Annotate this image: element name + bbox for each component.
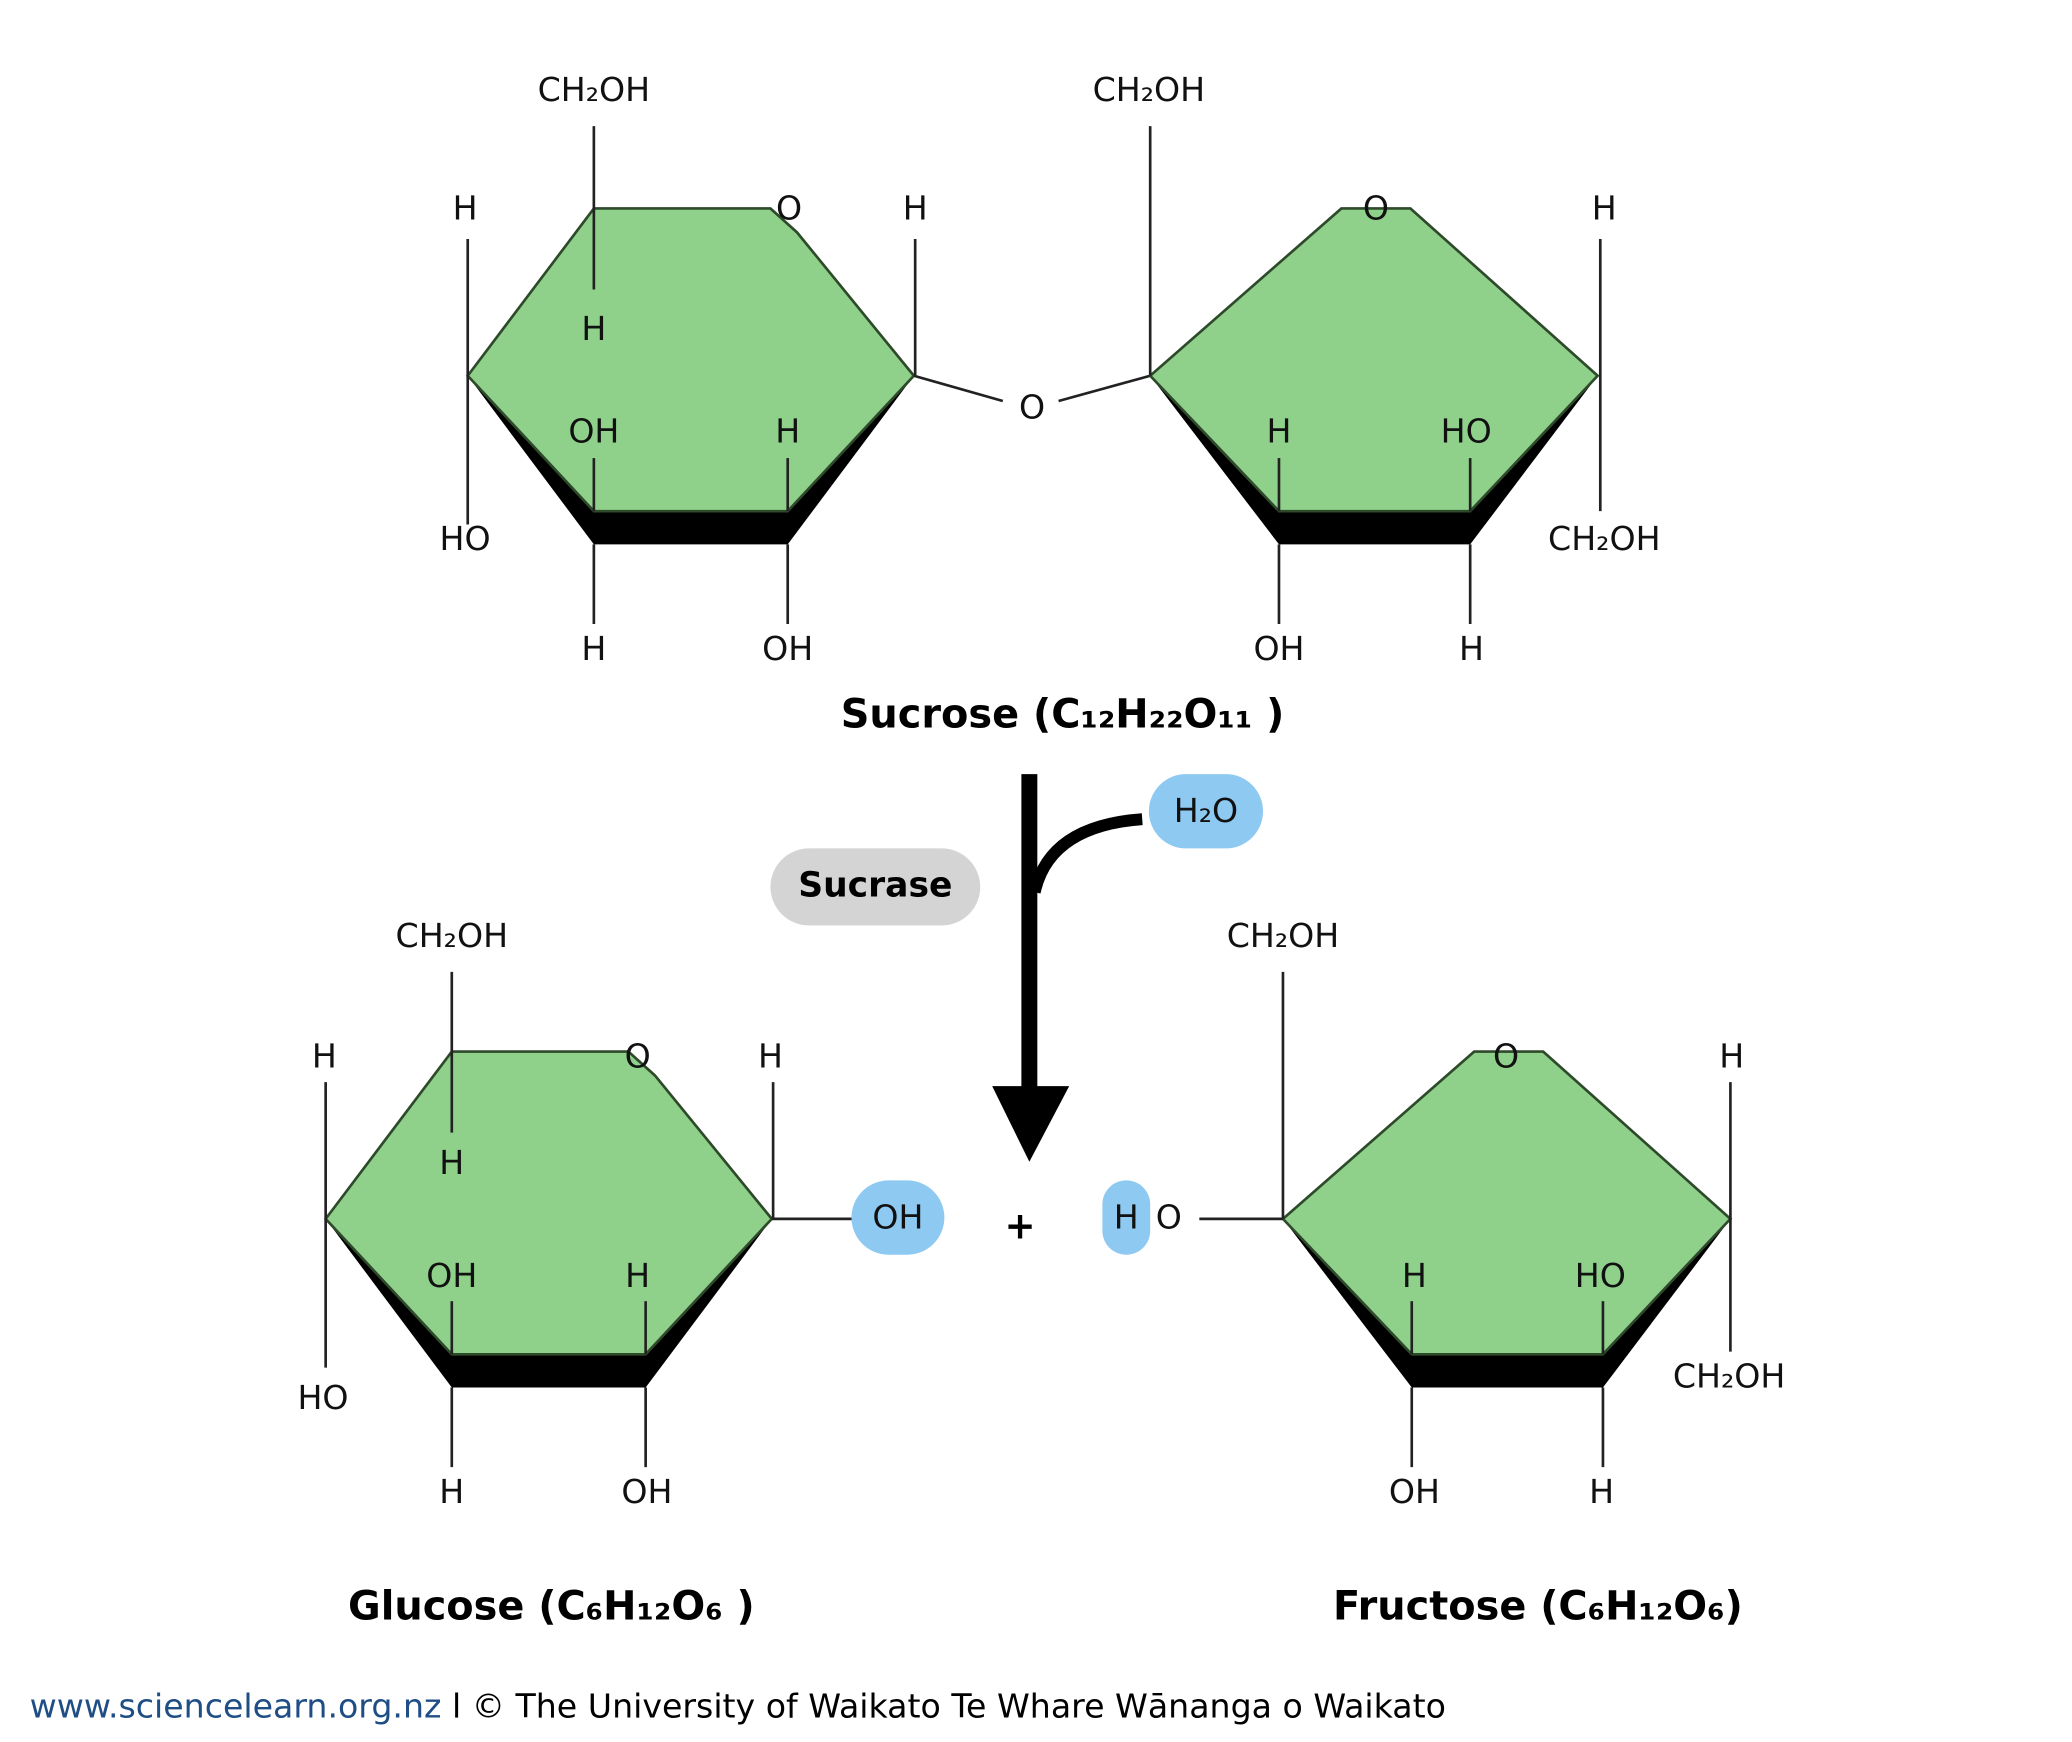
sucrose-label: Sucrose (C₁₂H₂₂O₁₁ ) — [841, 691, 1285, 737]
ring-oxygen-label: O — [1493, 1037, 1519, 1076]
ring-front-edge — [1150, 375, 1598, 545]
h-label: H — [1402, 1256, 1427, 1295]
h-label: H — [1719, 1037, 1744, 1076]
source-link[interactable]: www.sciencelearn.org.nz — [30, 1686, 442, 1725]
fructose-h-badge: H — [1102, 1180, 1151, 1255]
reaction-arrow — [992, 774, 1143, 1162]
water-badge: H₂O — [1148, 774, 1264, 849]
fructose-label: Fructose (C₆H₁₂O₆) — [1333, 1584, 1743, 1630]
ch2oh-label: CH₂OH — [538, 70, 651, 109]
h-label: H — [1266, 411, 1291, 450]
ho-label: HO — [1575, 1256, 1626, 1295]
h-label: H — [1592, 188, 1617, 227]
oh-label: OH — [426, 1256, 477, 1295]
plus-sign: + — [1004, 1204, 1035, 1248]
footer-separator: l — [441, 1686, 471, 1725]
ho-label: HO — [1441, 411, 1492, 450]
water-label: H₂O — [1174, 791, 1238, 830]
enzyme-label: Sucrase — [798, 865, 952, 905]
ch2oh-label: CH₂OH — [1673, 1357, 1786, 1396]
arrowhead-icon — [992, 1086, 1070, 1162]
h-label: H — [453, 188, 478, 227]
h-group-label: H — [1114, 1197, 1139, 1236]
ring-shape — [1281, 1050, 1733, 1356]
glucose-oh-badge: OH — [851, 1180, 945, 1255]
ho-label: HO — [440, 519, 491, 558]
ch2oh-label: CH₂OH — [1093, 70, 1206, 109]
h-label: H — [625, 1256, 650, 1295]
sucrose-fructose-ring: CH₂OH O H H HO CH₂OH OH H — [1093, 70, 1661, 668]
ch2oh-label: CH₂OH — [1227, 916, 1340, 955]
h-label: H — [903, 188, 928, 227]
glucose-ring: CH₂OH H O H H OH H HO H OH — [297, 916, 855, 1511]
ring-shape — [1148, 207, 1600, 513]
h-label: H — [775, 411, 800, 450]
fructose-ring: CH₂OH O H H HO CH₂OH OH H — [1199, 916, 1785, 1511]
ho-label: HO — [297, 1378, 348, 1417]
ring-oxygen-label: O — [1363, 188, 1389, 227]
ch2oh-label: CH₂OH — [1548, 519, 1661, 558]
oh-label: OH — [1253, 629, 1304, 668]
ring-shape — [323, 1050, 774, 1356]
glucose-label: Glucose (C₆H₁₂O₆ ) — [348, 1584, 755, 1630]
h-label: H — [312, 1037, 337, 1076]
ring-front-edge — [1282, 1218, 1731, 1388]
water-input-curve — [1028, 813, 1143, 894]
ring-oxygen-label: O — [776, 188, 802, 227]
ring-oxygen-label: O — [625, 1037, 651, 1076]
h-label: H — [1459, 629, 1484, 668]
oh-label: OH — [568, 411, 619, 450]
ch2oh-label: CH₂OH — [396, 916, 509, 955]
h-label: H — [581, 309, 606, 348]
h-label: H — [439, 1143, 464, 1182]
oh-label: OH — [1389, 1472, 1440, 1511]
enzyme-badge: Sucrase — [770, 848, 981, 926]
oh-group-label: OH — [872, 1197, 923, 1236]
copyright-text: © The University of Waikato Te Whare Wān… — [472, 1686, 1446, 1725]
footer: www.sciencelearn.org.nz l © The Universi… — [30, 1686, 1446, 1725]
h-label: H — [758, 1037, 783, 1076]
oh-label: OH — [762, 629, 813, 668]
ring-front-edge — [467, 375, 914, 545]
bridge-oxygen-label: O — [1019, 387, 1045, 426]
h-label: H — [439, 1472, 464, 1511]
h-label: H — [1589, 1472, 1614, 1511]
ring-front-edge — [325, 1218, 772, 1388]
glycosidic-bond: O — [913, 374, 1151, 426]
o-group-label: O — [1156, 1197, 1182, 1236]
h-label: H — [581, 629, 606, 668]
ring-shape — [465, 207, 916, 513]
oh-label: OH — [621, 1472, 672, 1511]
sucrose-glucose-ring: CH₂OH H O H H OH H HO H OH — [440, 70, 928, 668]
